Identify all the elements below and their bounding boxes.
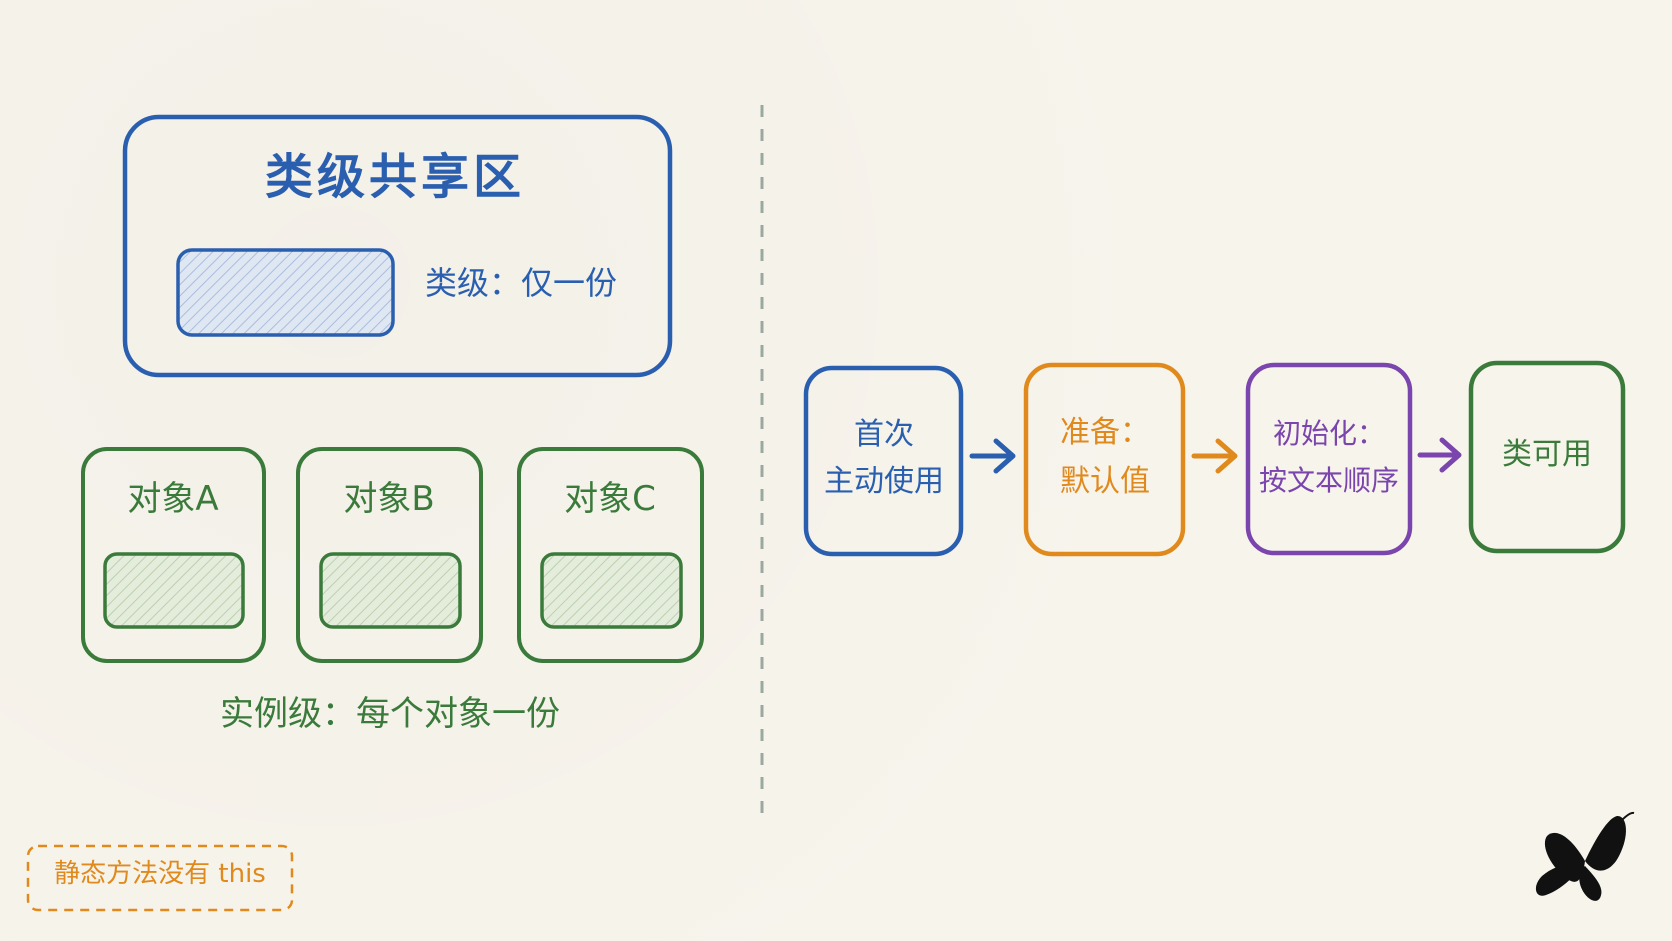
- object-c-field: [540, 552, 683, 629]
- object-b-box: [296, 447, 483, 663]
- step-first-use-line1: 首次: [854, 417, 914, 452]
- class-level-label: 类级：仅一份: [425, 264, 618, 302]
- object-a-field: [103, 552, 245, 629]
- shared-area-title: 类级共享区: [264, 149, 525, 205]
- step-initialize-line1: 初始化：: [1272, 417, 1385, 450]
- object-b-field: [319, 552, 462, 629]
- class-field-block: [176, 248, 395, 337]
- arrow-icon: [1191, 438, 1238, 474]
- step-prepare-line1: 准备：: [1060, 415, 1150, 450]
- step-class-ready-label: 类可用: [1502, 437, 1592, 472]
- step-prepare-line2: 默认值: [1060, 464, 1150, 499]
- step-prepare-box: [1023, 362, 1186, 557]
- step-first-use-line2: 主动使用: [824, 464, 944, 499]
- object-a-label: 对象A: [127, 479, 219, 519]
- step-initialize-line2: 按文本顺序: [1258, 464, 1399, 497]
- note-box: [26, 844, 294, 912]
- object-c-label: 对象C: [564, 479, 656, 519]
- step-class-ready-box: [1468, 360, 1626, 554]
- object-a-box: [81, 447, 266, 663]
- static-method-note: 静态方法没有 this: [54, 859, 266, 889]
- step-initialize-box: [1245, 362, 1413, 556]
- shared-area-box: [122, 114, 673, 378]
- instance-level-label: 实例级：每个对象一份: [220, 694, 560, 734]
- arrow-icon: [969, 438, 1016, 474]
- butterfly-icon: [1535, 811, 1635, 901]
- arrow-icon: [1417, 437, 1462, 473]
- object-c-box: [517, 447, 704, 663]
- step-first-use-box: [803, 365, 964, 557]
- object-b-label: 对象B: [343, 479, 435, 519]
